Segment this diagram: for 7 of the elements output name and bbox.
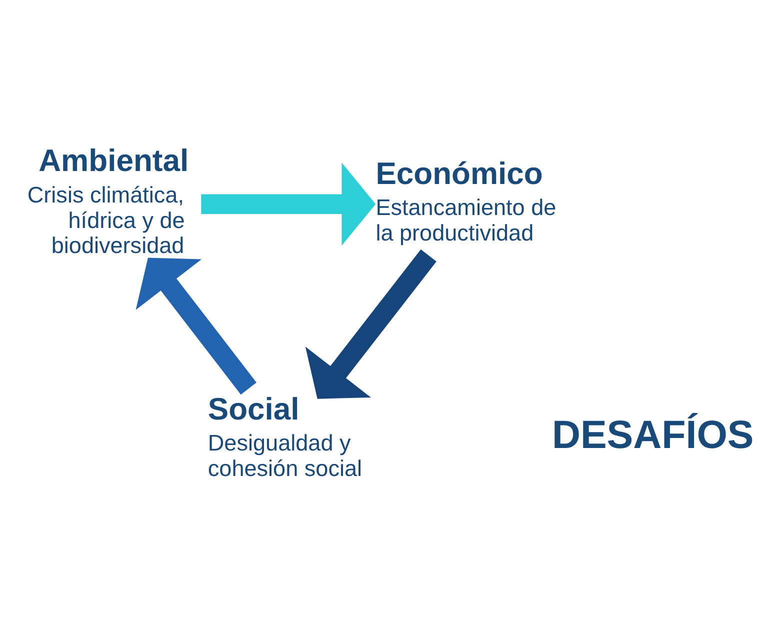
- node-text: Ambiental Crisis climática, hídrica y de biodiversidad: [27, 142, 189, 258]
- node-text: Económico Estancamiento de la productividad: [376, 155, 556, 245]
- arrow: [305, 248, 436, 398]
- node-text: Social Desigualdad y cohesión social: [208, 390, 362, 480]
- arrow: [201, 162, 376, 246]
- arrow: [136, 257, 256, 394]
- label: DESAFÍOS: [552, 412, 754, 456]
